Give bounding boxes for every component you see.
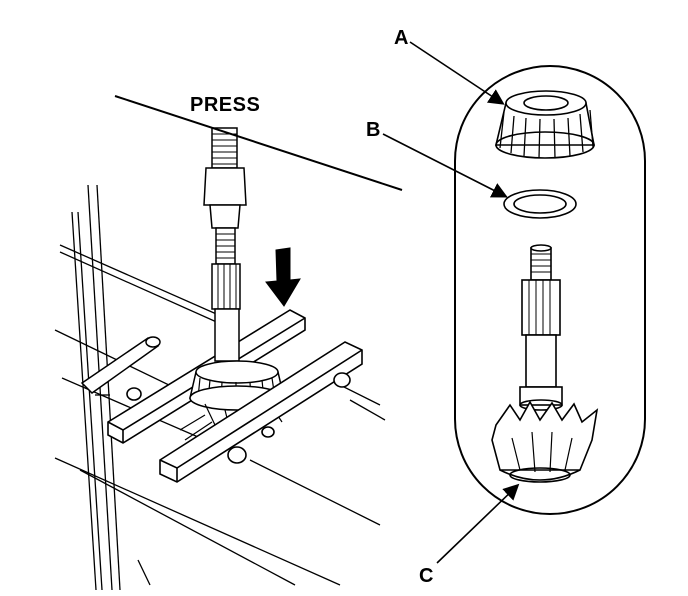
callout-c-label: C (419, 565, 434, 587)
callout-a-label: A (394, 27, 409, 49)
leader-lines (382, 41, 520, 564)
part-c-pinion-shaft (491, 244, 599, 483)
press-plate-line (114, 95, 403, 191)
press-direction-arrow (265, 247, 301, 307)
part-b-shim (503, 189, 577, 219)
press-shaft (189, 127, 285, 431)
press-label: PRESS (190, 94, 261, 116)
jig-rod-upper (80, 336, 161, 394)
plate-holder-bar-front (126, 341, 363, 483)
part-a-bearing (494, 90, 595, 159)
callout-b-label: B (366, 119, 381, 141)
press-frame (54, 184, 386, 591)
exploded-view-outline (454, 65, 646, 515)
